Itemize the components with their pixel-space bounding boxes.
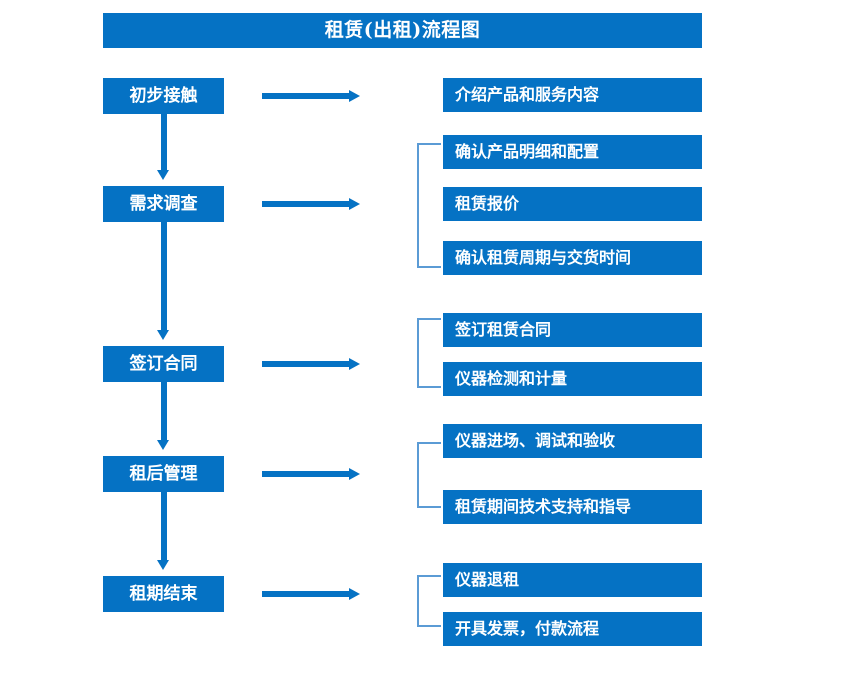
detail-label: 介绍产品和服务内容 xyxy=(455,85,600,104)
detail-box-确认产品明细和配置[interactable]: 确认产品明细和配置 xyxy=(443,135,702,169)
bracket-icon-5 xyxy=(417,575,441,627)
stage-label: 租后管理 xyxy=(129,463,198,484)
down-arrow-icon-2 xyxy=(157,222,170,340)
detail-label: 签订租赁合同 xyxy=(455,320,552,339)
detail-box-仪器检测和计量[interactable]: 仪器检测和计量 xyxy=(443,362,702,396)
detail-box-租赁报价[interactable]: 租赁报价 xyxy=(443,187,702,221)
detail-box-确认租赁周期与交货时间[interactable]: 确认租赁周期与交货时间 xyxy=(443,241,702,275)
detail-label: 确认租赁周期与交货时间 xyxy=(455,248,632,267)
stage-label: 需求调查 xyxy=(129,193,198,214)
right-arrow-icon-4 xyxy=(262,468,360,480)
stage-box-签订合同[interactable]: 签订合同 xyxy=(103,346,224,382)
stage-box-租后管理[interactable]: 租后管理 xyxy=(103,456,224,492)
detail-box-仪器退租[interactable]: 仪器退租 xyxy=(443,563,702,597)
bracket-icon-2 xyxy=(417,143,441,268)
stage-label: 初步接触 xyxy=(129,85,198,106)
right-arrow-icon-1 xyxy=(262,90,360,102)
diagram-title-bar: 租赁(出租)流程图 xyxy=(103,13,702,48)
detail-box-仪器进场调试和验收[interactable]: 仪器进场、调试和验收 xyxy=(443,424,702,458)
stage-box-初步接触[interactable]: 初步接触 xyxy=(103,78,224,114)
stage-label: 租期结束 xyxy=(129,583,198,604)
bracket-icon-3 xyxy=(417,318,441,388)
detail-label: 开具发票，付款流程 xyxy=(455,619,600,638)
down-arrow-icon-4 xyxy=(157,492,170,570)
detail-box-开具发票付款流程[interactable]: 开具发票，付款流程 xyxy=(443,612,702,646)
detail-label: 仪器检测和计量 xyxy=(455,369,568,388)
detail-label: 租赁报价 xyxy=(455,194,520,213)
detail-label: 仪器退租 xyxy=(455,570,520,589)
stage-box-需求调查[interactable]: 需求调查 xyxy=(103,186,224,222)
detail-box-签订租赁合同[interactable]: 签订租赁合同 xyxy=(443,313,702,347)
detail-box-租赁期间技术支持和指导[interactable]: 租赁期间技术支持和指导 xyxy=(443,490,702,524)
detail-label: 租赁期间技术支持和指导 xyxy=(455,497,632,516)
down-arrow-icon-3 xyxy=(157,382,170,450)
stage-label: 签订合同 xyxy=(129,353,198,374)
bracket-icon-4 xyxy=(417,442,441,508)
detail-label: 确认产品明细和配置 xyxy=(455,142,600,161)
right-arrow-icon-3 xyxy=(262,358,360,370)
stage-box-租期结束[interactable]: 租期结束 xyxy=(103,576,224,612)
detail-box-介绍产品和服务内容[interactable]: 介绍产品和服务内容 xyxy=(443,78,702,112)
page-title: 租赁(出租)流程图 xyxy=(324,19,481,41)
down-arrow-icon-1 xyxy=(157,114,170,180)
detail-label: 仪器进场、调试和验收 xyxy=(455,431,616,450)
right-arrow-icon-2 xyxy=(262,198,360,210)
right-arrow-icon-5 xyxy=(262,588,360,600)
